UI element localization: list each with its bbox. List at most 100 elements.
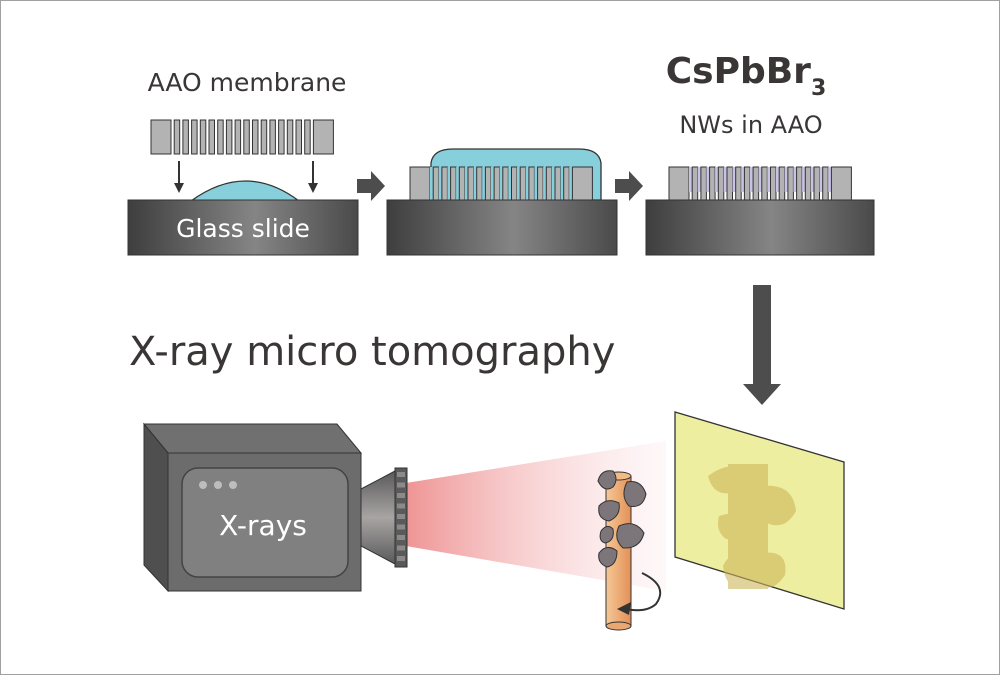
pore-fill xyxy=(697,167,701,192)
membrane-pillar xyxy=(537,166,544,201)
lens-ring-notch xyxy=(397,545,405,551)
pore-fill xyxy=(569,167,573,200)
pore-fill xyxy=(706,167,710,192)
glass-slide-3 xyxy=(645,199,875,256)
membrane-pillar xyxy=(528,166,535,201)
membrane-pillar xyxy=(304,119,311,155)
membrane-pillar xyxy=(493,166,501,201)
pore-fill xyxy=(828,167,832,192)
glass-slide-2 xyxy=(386,199,618,256)
lens-ring-notch xyxy=(397,482,405,488)
pore-fill xyxy=(732,167,736,192)
membrane-pillar xyxy=(691,166,699,201)
source-panel xyxy=(181,467,349,578)
membrane-pillar xyxy=(278,119,285,155)
aao-membrane-label: AAO membrane xyxy=(148,68,347,97)
pore-fill xyxy=(517,167,521,200)
transfer-arrow-down-icon xyxy=(743,285,781,405)
lens-ring-notch xyxy=(397,503,405,509)
perovskite-particle xyxy=(598,547,618,568)
membrane-pillar xyxy=(467,166,474,201)
indicator-light-icon xyxy=(214,481,222,489)
membrane-pillar xyxy=(217,119,224,155)
lens-ring-notch xyxy=(397,535,405,540)
pore-fill xyxy=(784,167,788,192)
pore-fill xyxy=(508,167,512,200)
step-3-assembly: CsPbBr3 NWs in AAO xyxy=(645,51,875,256)
formula-main: CsPbBr xyxy=(666,51,811,92)
membrane-pillar xyxy=(752,166,760,201)
product-caption: NWs in AAO xyxy=(679,111,822,139)
membrane-pillar xyxy=(761,166,768,201)
aao-membrane-with-nanowires xyxy=(668,166,852,201)
lens-ring xyxy=(394,467,408,568)
pore-fill xyxy=(482,167,486,200)
pore-fill xyxy=(525,167,529,200)
process-arrow-1-icon xyxy=(357,171,385,201)
pore-fill xyxy=(802,167,806,192)
membrane-edge-block xyxy=(409,166,431,201)
membrane-pillar xyxy=(743,166,751,201)
pore-fill xyxy=(456,167,460,200)
membrane-pillar xyxy=(822,166,829,201)
membrane-pillar xyxy=(173,119,181,155)
membrane-pillar xyxy=(450,166,457,201)
membrane-pillar xyxy=(252,119,259,155)
membrane-pillar xyxy=(199,119,207,155)
perovskite-particle xyxy=(599,525,614,544)
membrane-pillar xyxy=(726,166,733,201)
source-label: X-rays xyxy=(219,509,307,542)
membrane-pillar xyxy=(243,119,250,155)
pore-fill xyxy=(741,167,745,192)
pore-fill xyxy=(534,167,538,200)
down-arrow-right-icon xyxy=(308,161,318,193)
indicator-light-icon xyxy=(229,481,237,489)
membrane-pillar xyxy=(770,166,777,201)
pore-fill xyxy=(430,167,434,200)
pore-fill xyxy=(810,167,814,192)
membrane-pillar xyxy=(208,119,215,155)
membrane-pillar xyxy=(778,166,786,201)
membrane-pillar xyxy=(295,119,302,155)
membrane-pillar xyxy=(554,166,561,201)
down-arrow-left-icon xyxy=(174,161,184,193)
aao-membrane-infiltrated xyxy=(409,166,593,201)
section-title: X-ray micro tomography xyxy=(129,329,615,375)
pore-fill xyxy=(715,167,719,192)
membrane-edge-block xyxy=(830,166,852,201)
membrane-pillar xyxy=(286,119,294,155)
formula-subscript: 3 xyxy=(811,76,826,101)
projection-shadow xyxy=(708,464,796,589)
pore-fill xyxy=(776,167,780,192)
membrane-pillar xyxy=(476,166,483,201)
indicator-light-icon xyxy=(199,481,207,489)
membrane-edge-block xyxy=(668,166,690,201)
pore-fill xyxy=(447,167,451,200)
membrane-edge-block xyxy=(150,119,172,155)
membrane-pillar xyxy=(458,166,466,201)
membrane-pillar xyxy=(519,166,527,201)
pore-fill xyxy=(438,167,442,200)
membrane-pillar xyxy=(511,166,518,201)
membrane-pillar xyxy=(432,166,440,201)
pore-fill xyxy=(560,167,564,200)
xray-source: X-rays xyxy=(142,422,408,593)
process-arrow-2-icon xyxy=(615,171,643,201)
membrane-pillar xyxy=(700,166,707,201)
perovskite-particle xyxy=(623,481,647,507)
lens-ring-notch xyxy=(397,493,405,498)
membrane-pillar xyxy=(796,166,803,201)
membrane-pillar xyxy=(813,166,820,201)
pore-fill xyxy=(543,167,547,200)
pore-fill xyxy=(551,167,555,200)
membrane-pillar xyxy=(182,119,189,155)
membrane-pillar xyxy=(260,119,268,155)
membrane-pillar xyxy=(787,166,794,201)
membrane-pillar xyxy=(269,119,276,155)
pore-fill xyxy=(767,167,771,192)
pore-fill xyxy=(723,167,727,192)
lens-ring-notch xyxy=(397,472,405,477)
membrane-pillar xyxy=(484,166,492,201)
pore-fill xyxy=(473,167,477,200)
